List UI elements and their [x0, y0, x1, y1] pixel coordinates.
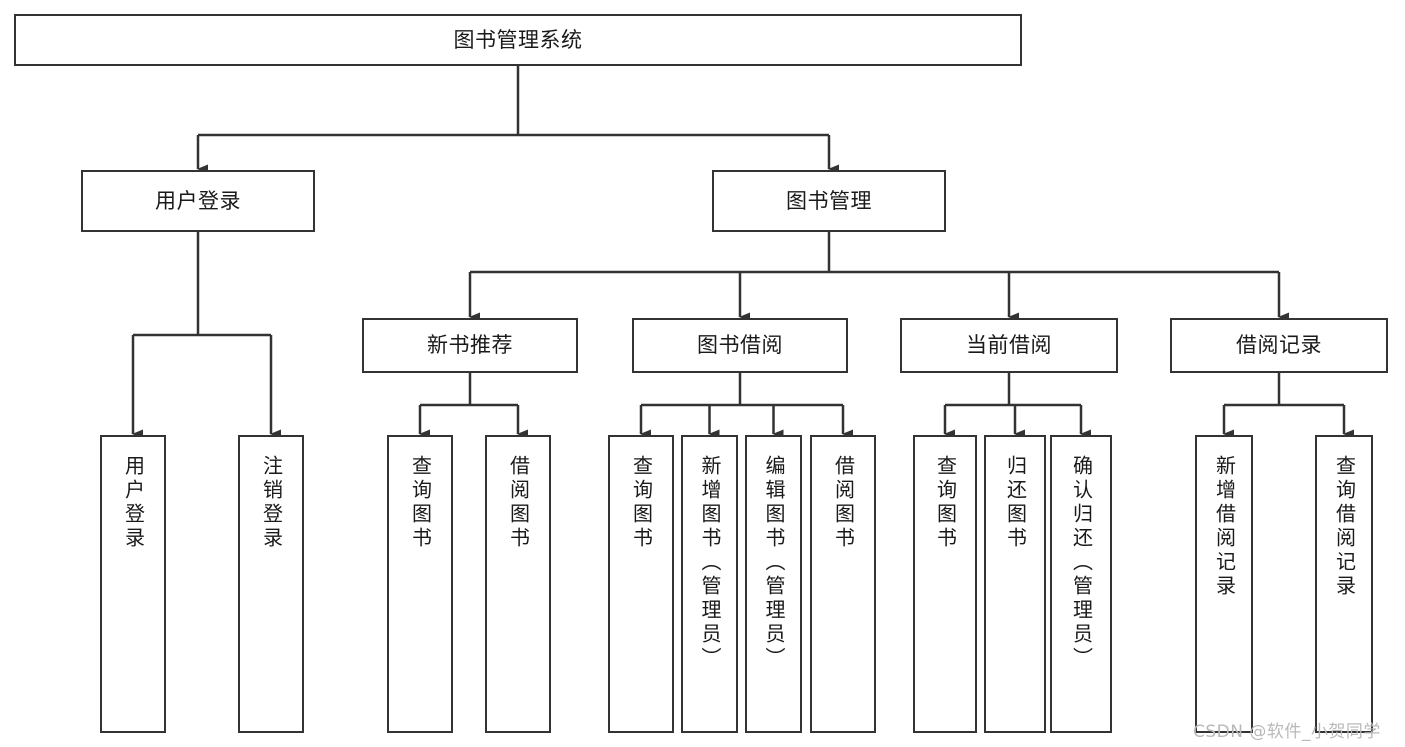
node-label: 借阅图书 [506, 455, 531, 551]
node-leaf-return[interactable]: 归还图书 [984, 435, 1046, 733]
node-label: 查询借阅记录 [1332, 455, 1357, 599]
node-leaf-user-login[interactable]: 用户登录 [100, 435, 166, 733]
node-label: 用户登录 [155, 188, 241, 213]
node-leaf-logout[interactable]: 注销登录 [238, 435, 304, 733]
node-book-borrow[interactable]: 图书借阅 [632, 318, 848, 373]
node-user-login[interactable]: 用户登录 [81, 170, 315, 232]
node-leaf-borrow-1[interactable]: 借阅图书 [485, 435, 551, 733]
node-label: 新增图书（管理员） [698, 455, 722, 671]
node-label: 新书推荐 [427, 333, 513, 358]
node-leaf-query-1[interactable]: 查询图书 [387, 435, 453, 733]
node-leaf-query-3[interactable]: 查询图书 [913, 435, 977, 733]
node-current-borrow[interactable]: 当前借阅 [900, 318, 1118, 373]
node-label: 用户登录 [121, 455, 146, 551]
node-label: 查询图书 [408, 455, 433, 551]
node-leaf-query-rec[interactable]: 查询借阅记录 [1315, 435, 1373, 733]
node-leaf-add-rec[interactable]: 新增借阅记录 [1195, 435, 1253, 733]
node-label: 查询图书 [933, 455, 958, 551]
node-label: 借阅图书 [831, 455, 856, 551]
node-label: 图书管理系统 [453, 27, 583, 52]
node-borrow-record[interactable]: 借阅记录 [1170, 318, 1388, 373]
node-label: 新增借阅记录 [1212, 455, 1237, 599]
node-root[interactable]: 图书管理系统 [14, 14, 1022, 66]
node-leaf-query-2[interactable]: 查询图书 [608, 435, 674, 733]
node-leaf-add-book[interactable]: 新增图书（管理员） [681, 435, 738, 733]
node-book-manage[interactable]: 图书管理 [712, 170, 946, 232]
node-label: 编辑图书（管理员） [762, 455, 786, 671]
node-label: 注销登录 [259, 455, 284, 551]
connector-group [131, 66, 1354, 439]
node-label: 借阅记录 [1236, 333, 1322, 358]
node-label: 当前借阅 [966, 333, 1052, 358]
node-label: 图书借阅 [697, 333, 783, 358]
node-label: 图书管理 [786, 188, 872, 213]
node-leaf-edit-book[interactable]: 编辑图书（管理员） [745, 435, 802, 733]
node-leaf-confirm[interactable]: 确认归还（管理员） [1050, 435, 1112, 733]
node-label: 查询图书 [629, 455, 654, 551]
node-new-book-rec[interactable]: 新书推荐 [362, 318, 578, 373]
node-label: 确认归还（管理员） [1069, 455, 1094, 671]
node-leaf-borrow-2[interactable]: 借阅图书 [810, 435, 876, 733]
node-label: 归还图书 [1003, 455, 1028, 551]
